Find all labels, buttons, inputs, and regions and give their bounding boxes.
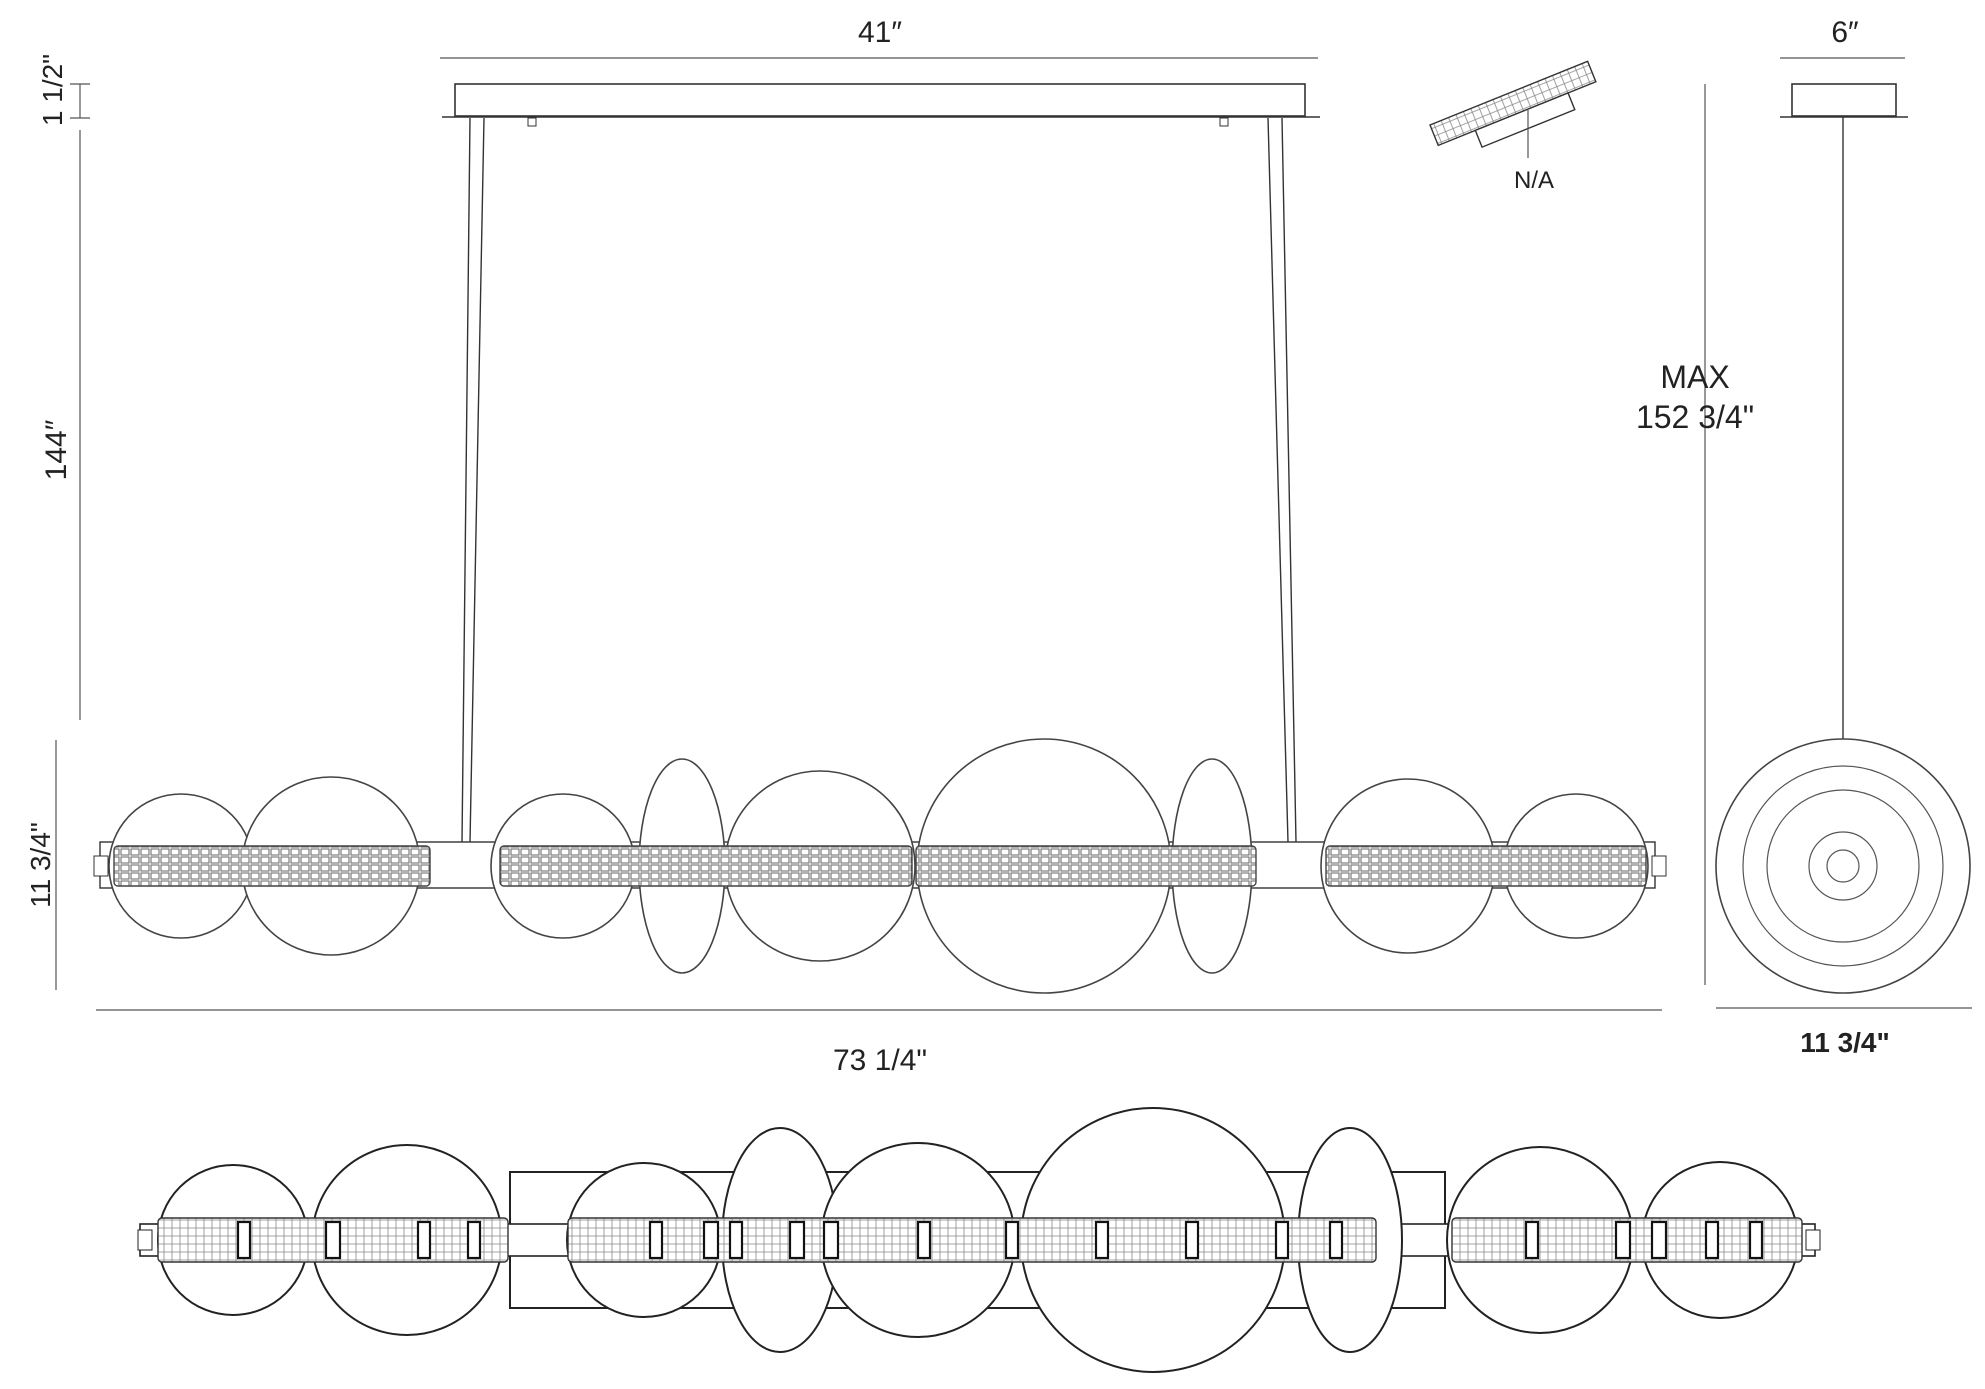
tube-segment-3 xyxy=(915,845,1257,887)
canopy-height-label: 1 1/2" xyxy=(37,54,68,126)
tube-segment-1 xyxy=(113,845,431,887)
canopy-depth-label: 6″ xyxy=(1831,16,1859,49)
front-elevation: 41″ 1 1/2" 144″ 11 3/4" xyxy=(25,16,1667,1077)
plan-tubes xyxy=(157,1217,1803,1263)
end-cap-right xyxy=(1651,855,1667,877)
max-label: MAX xyxy=(1660,359,1729,395)
cable-length-label: 144″ xyxy=(40,419,73,480)
fixture-height-label: 11 3/4" xyxy=(25,822,56,908)
slope-note: N/A xyxy=(1514,167,1554,194)
side-elevation: 6″ MAX 152 3/4" 11 3/4" xyxy=(1636,16,1972,1058)
canopy-screw-right xyxy=(1219,117,1229,127)
canopy xyxy=(454,83,1306,117)
end-cap-left xyxy=(93,855,109,877)
width-top-label: 41″ xyxy=(858,16,902,49)
side-canopy xyxy=(1791,83,1897,117)
slope-detail: N/A xyxy=(1429,60,1597,194)
side-globe-outer xyxy=(1715,738,1971,994)
fixture-diameter-label: 11 3/4" xyxy=(1800,1027,1890,1058)
tube-segment-4 xyxy=(1325,845,1647,887)
overall-length-label: 73 1/4" xyxy=(833,1044,927,1077)
front-tubes xyxy=(113,845,1647,887)
suspension-cables xyxy=(461,117,1297,843)
plan-view xyxy=(137,1107,1821,1373)
canopy-screw-left xyxy=(527,117,537,127)
plan-accents xyxy=(236,1220,1764,1260)
max-value: 152 3/4" xyxy=(1636,399,1754,435)
tube-segment-2 xyxy=(499,845,913,887)
